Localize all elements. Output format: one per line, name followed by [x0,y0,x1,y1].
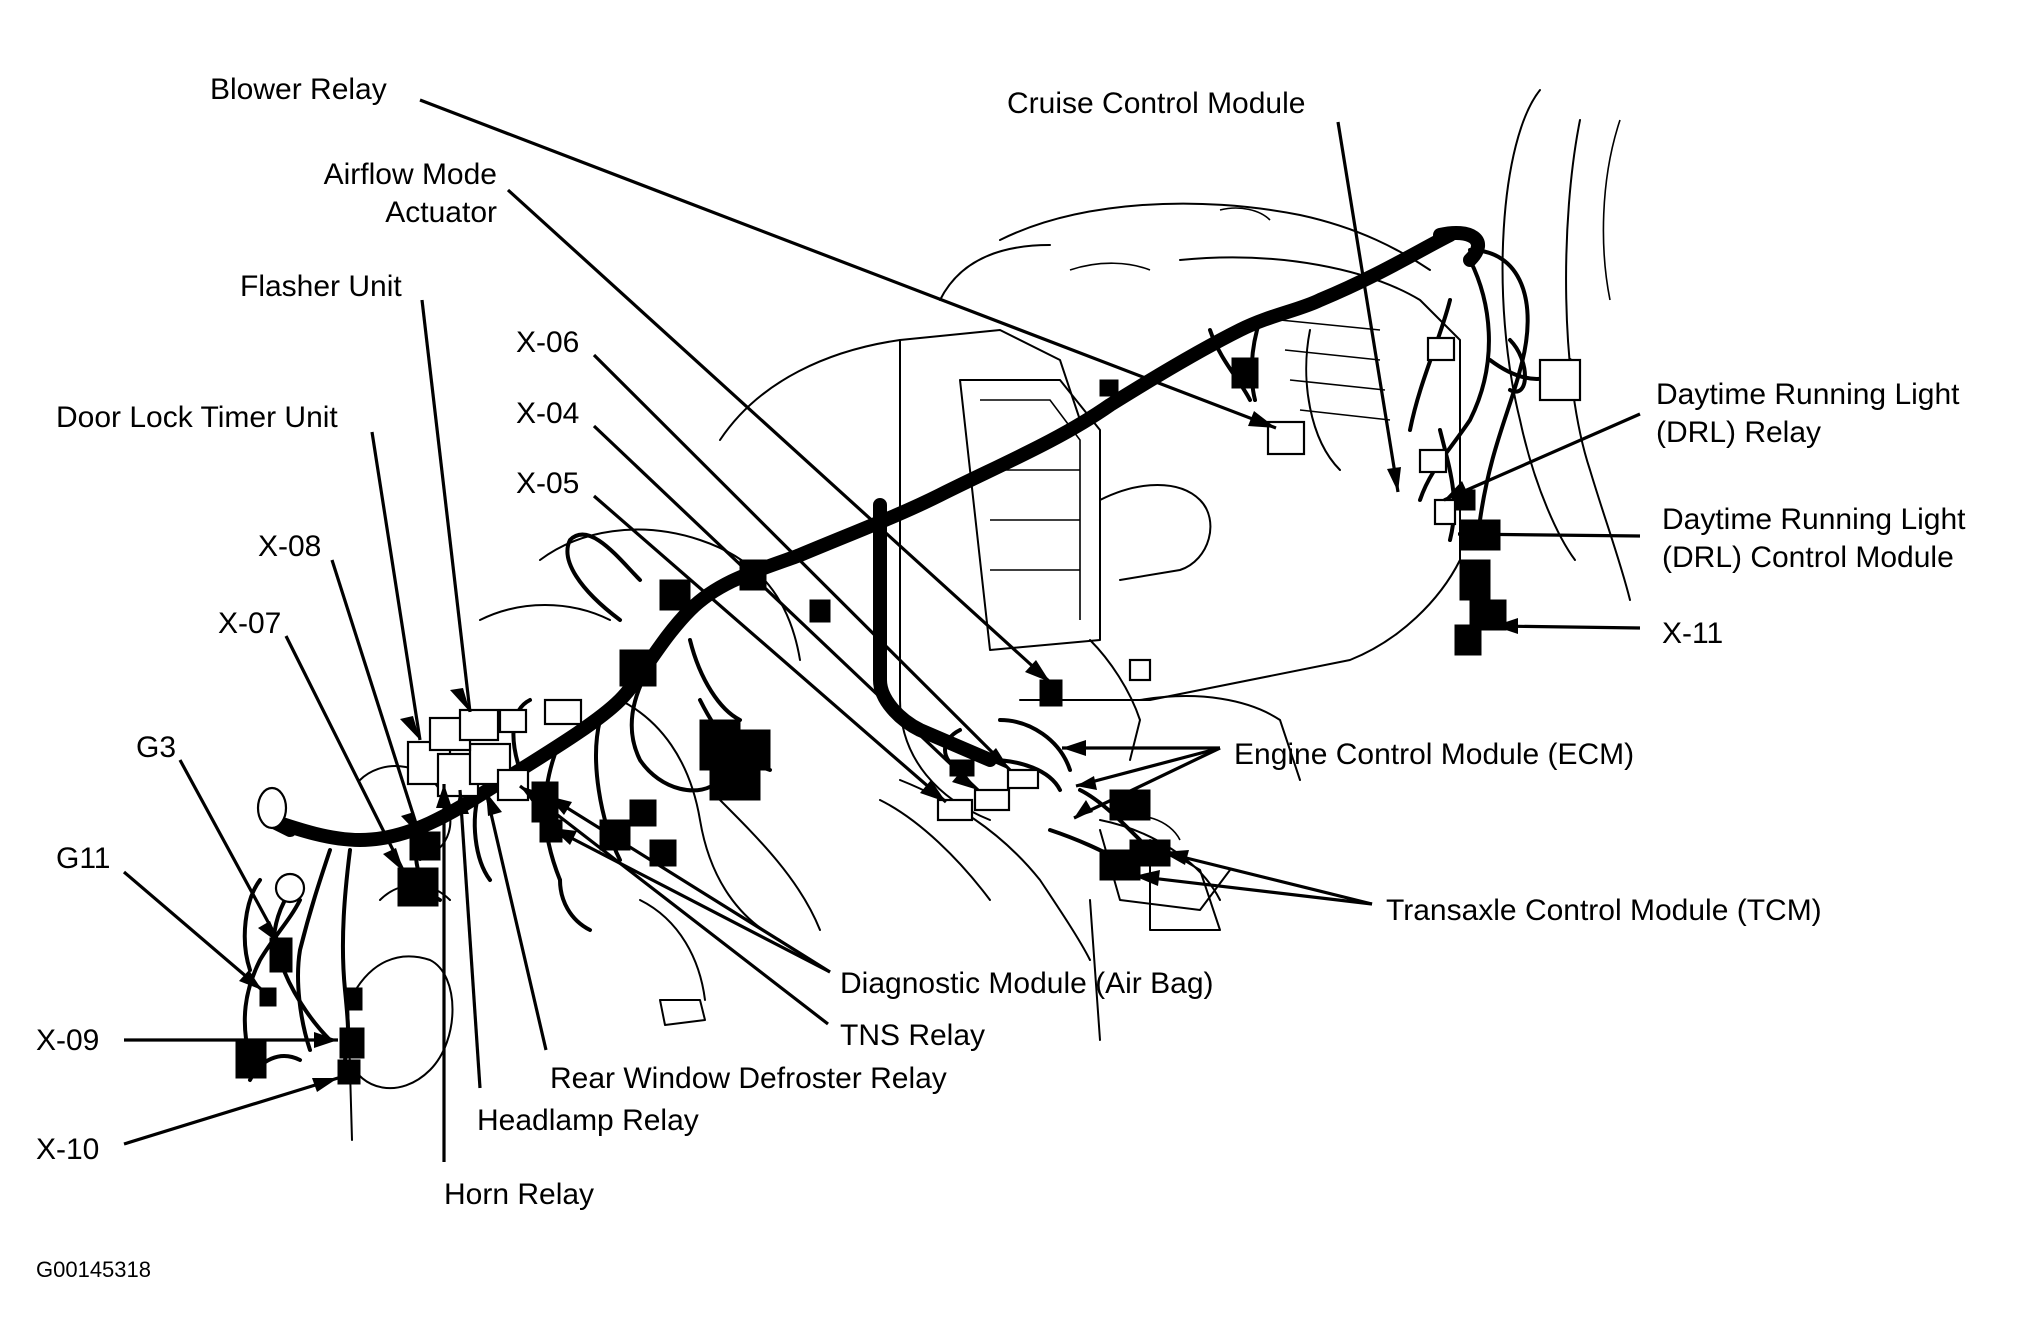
components [235,336,1582,1085]
arrowheads [239,411,1518,1092]
label-x05: X-05 [516,467,579,500]
leader-airflow-mode-actuator [506,188,1052,684]
label-horn-relay: Horn Relay [444,1178,594,1211]
label-airflow-mode-actuator-line2: Actuator [385,196,497,229]
label-g11: G11 [56,842,110,875]
figure-id: G00145318 [36,1257,151,1282]
leader-ecm-3 [1073,746,1221,820]
label-rear-window-defroster-relay: Rear Window Defroster Relay [550,1062,947,1095]
leader-x08 [330,559,422,837]
label-drl-relay-line2: (DRL) Relay [1656,416,1821,449]
label-drl-relay-line1: Daytime Running Light [1656,378,1960,411]
leader-x05 [592,494,948,804]
label-diagnostic-module: Diagnostic Module (Air Bag) [840,967,1214,1000]
leader-tcm-1 [1161,850,1373,906]
label-blower-relay: Blower Relay [210,73,387,106]
label-door-lock-timer-unit: Door Lock Timer Unit [56,401,338,434]
label-x04: X-04 [516,397,579,430]
leader-blower-relay [419,98,1277,430]
leader-tns-relay [519,784,829,1026]
leader-x10 [123,1076,339,1146]
leader-rear-window-defroster-relay [484,791,548,1051]
label-tcm: Transaxle Control Module (TCM) [1386,894,1822,927]
leader-lines [122,98,1641,1162]
leader-x04 [592,424,980,792]
label-x08: X-08 [258,530,321,563]
leader-drl-relay [1443,412,1641,502]
label-cruise-control-module: Cruise Control Module [1007,87,1305,120]
leader-cruise-control-module [1336,121,1400,493]
labels: Blower Relay Airflow Mode Actuator Flash… [36,73,1966,1282]
label-drl-module-line2: (DRL) Control Module [1662,541,1954,574]
leader-headlamp-relay [458,789,482,1089]
leader-flasher-unit [420,299,472,713]
leader-g3 [178,759,282,945]
leader-diagnostic-module-2 [551,826,831,974]
label-x06: X-06 [516,326,579,359]
label-x07: X-07 [218,607,281,640]
label-drl-module-line1: Daytime Running Light [1662,503,1966,536]
label-ecm: Engine Control Module (ECM) [1234,738,1634,771]
label-x11: X-11 [1662,617,1723,650]
leader-tcm-2 [1133,874,1373,906]
label-flasher-unit: Flasher Unit [240,270,402,303]
leader-diagnostic-module-1 [547,794,831,974]
label-x10: X-10 [36,1133,99,1166]
label-headlamp-relay: Headlamp Relay [477,1104,699,1137]
label-g3: G3 [136,731,176,764]
label-x09: X-09 [36,1024,99,1057]
leader-x11 [1493,624,1641,630]
leader-g11 [122,870,264,992]
leader-drl-control-module [1457,532,1641,538]
leader-door-lock-timer-unit [370,431,422,741]
leader-x07 [284,635,406,873]
leader-x06 [592,353,1012,772]
label-tns-relay: TNS Relay [840,1019,985,1052]
label-airflow-mode-actuator-line1: Airflow Mode [324,158,497,191]
leader-ecm-2 [1075,746,1221,788]
